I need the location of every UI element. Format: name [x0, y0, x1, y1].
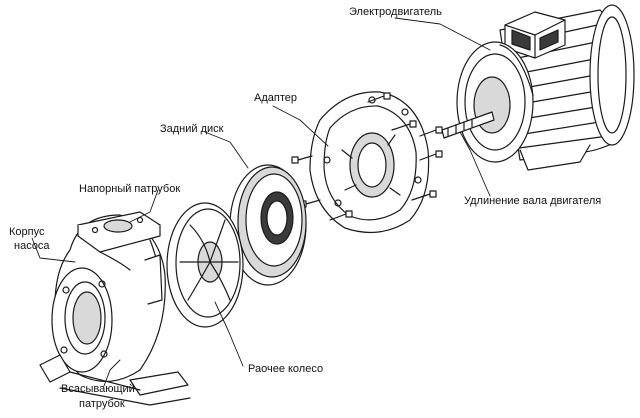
label-back-disk: Задний диск — [160, 123, 224, 135]
impeller — [166, 202, 244, 328]
label-adapter: Адаптер — [254, 92, 297, 104]
label-pump-casing-line1: Корпус — [9, 226, 45, 238]
label-motor: Электродвигатель — [349, 6, 442, 18]
label-impeller: Раочее колесо — [248, 363, 324, 375]
pump-casing — [39, 211, 191, 406]
leader-lines — [31, 17, 491, 387]
back-disk — [229, 164, 307, 286]
label-discharge-nozzle: Напорный патрубок — [79, 183, 181, 195]
label-suction-line2: патрубок — [79, 398, 125, 410]
label-suction-line1: Всасывающий — [61, 383, 135, 395]
label-shaft-extension: Удлинение вала двигателя — [464, 195, 602, 207]
label-pump-casing-line2: насоса — [14, 240, 50, 252]
adapter — [309, 91, 430, 234]
electric-motor — [441, 4, 635, 171]
